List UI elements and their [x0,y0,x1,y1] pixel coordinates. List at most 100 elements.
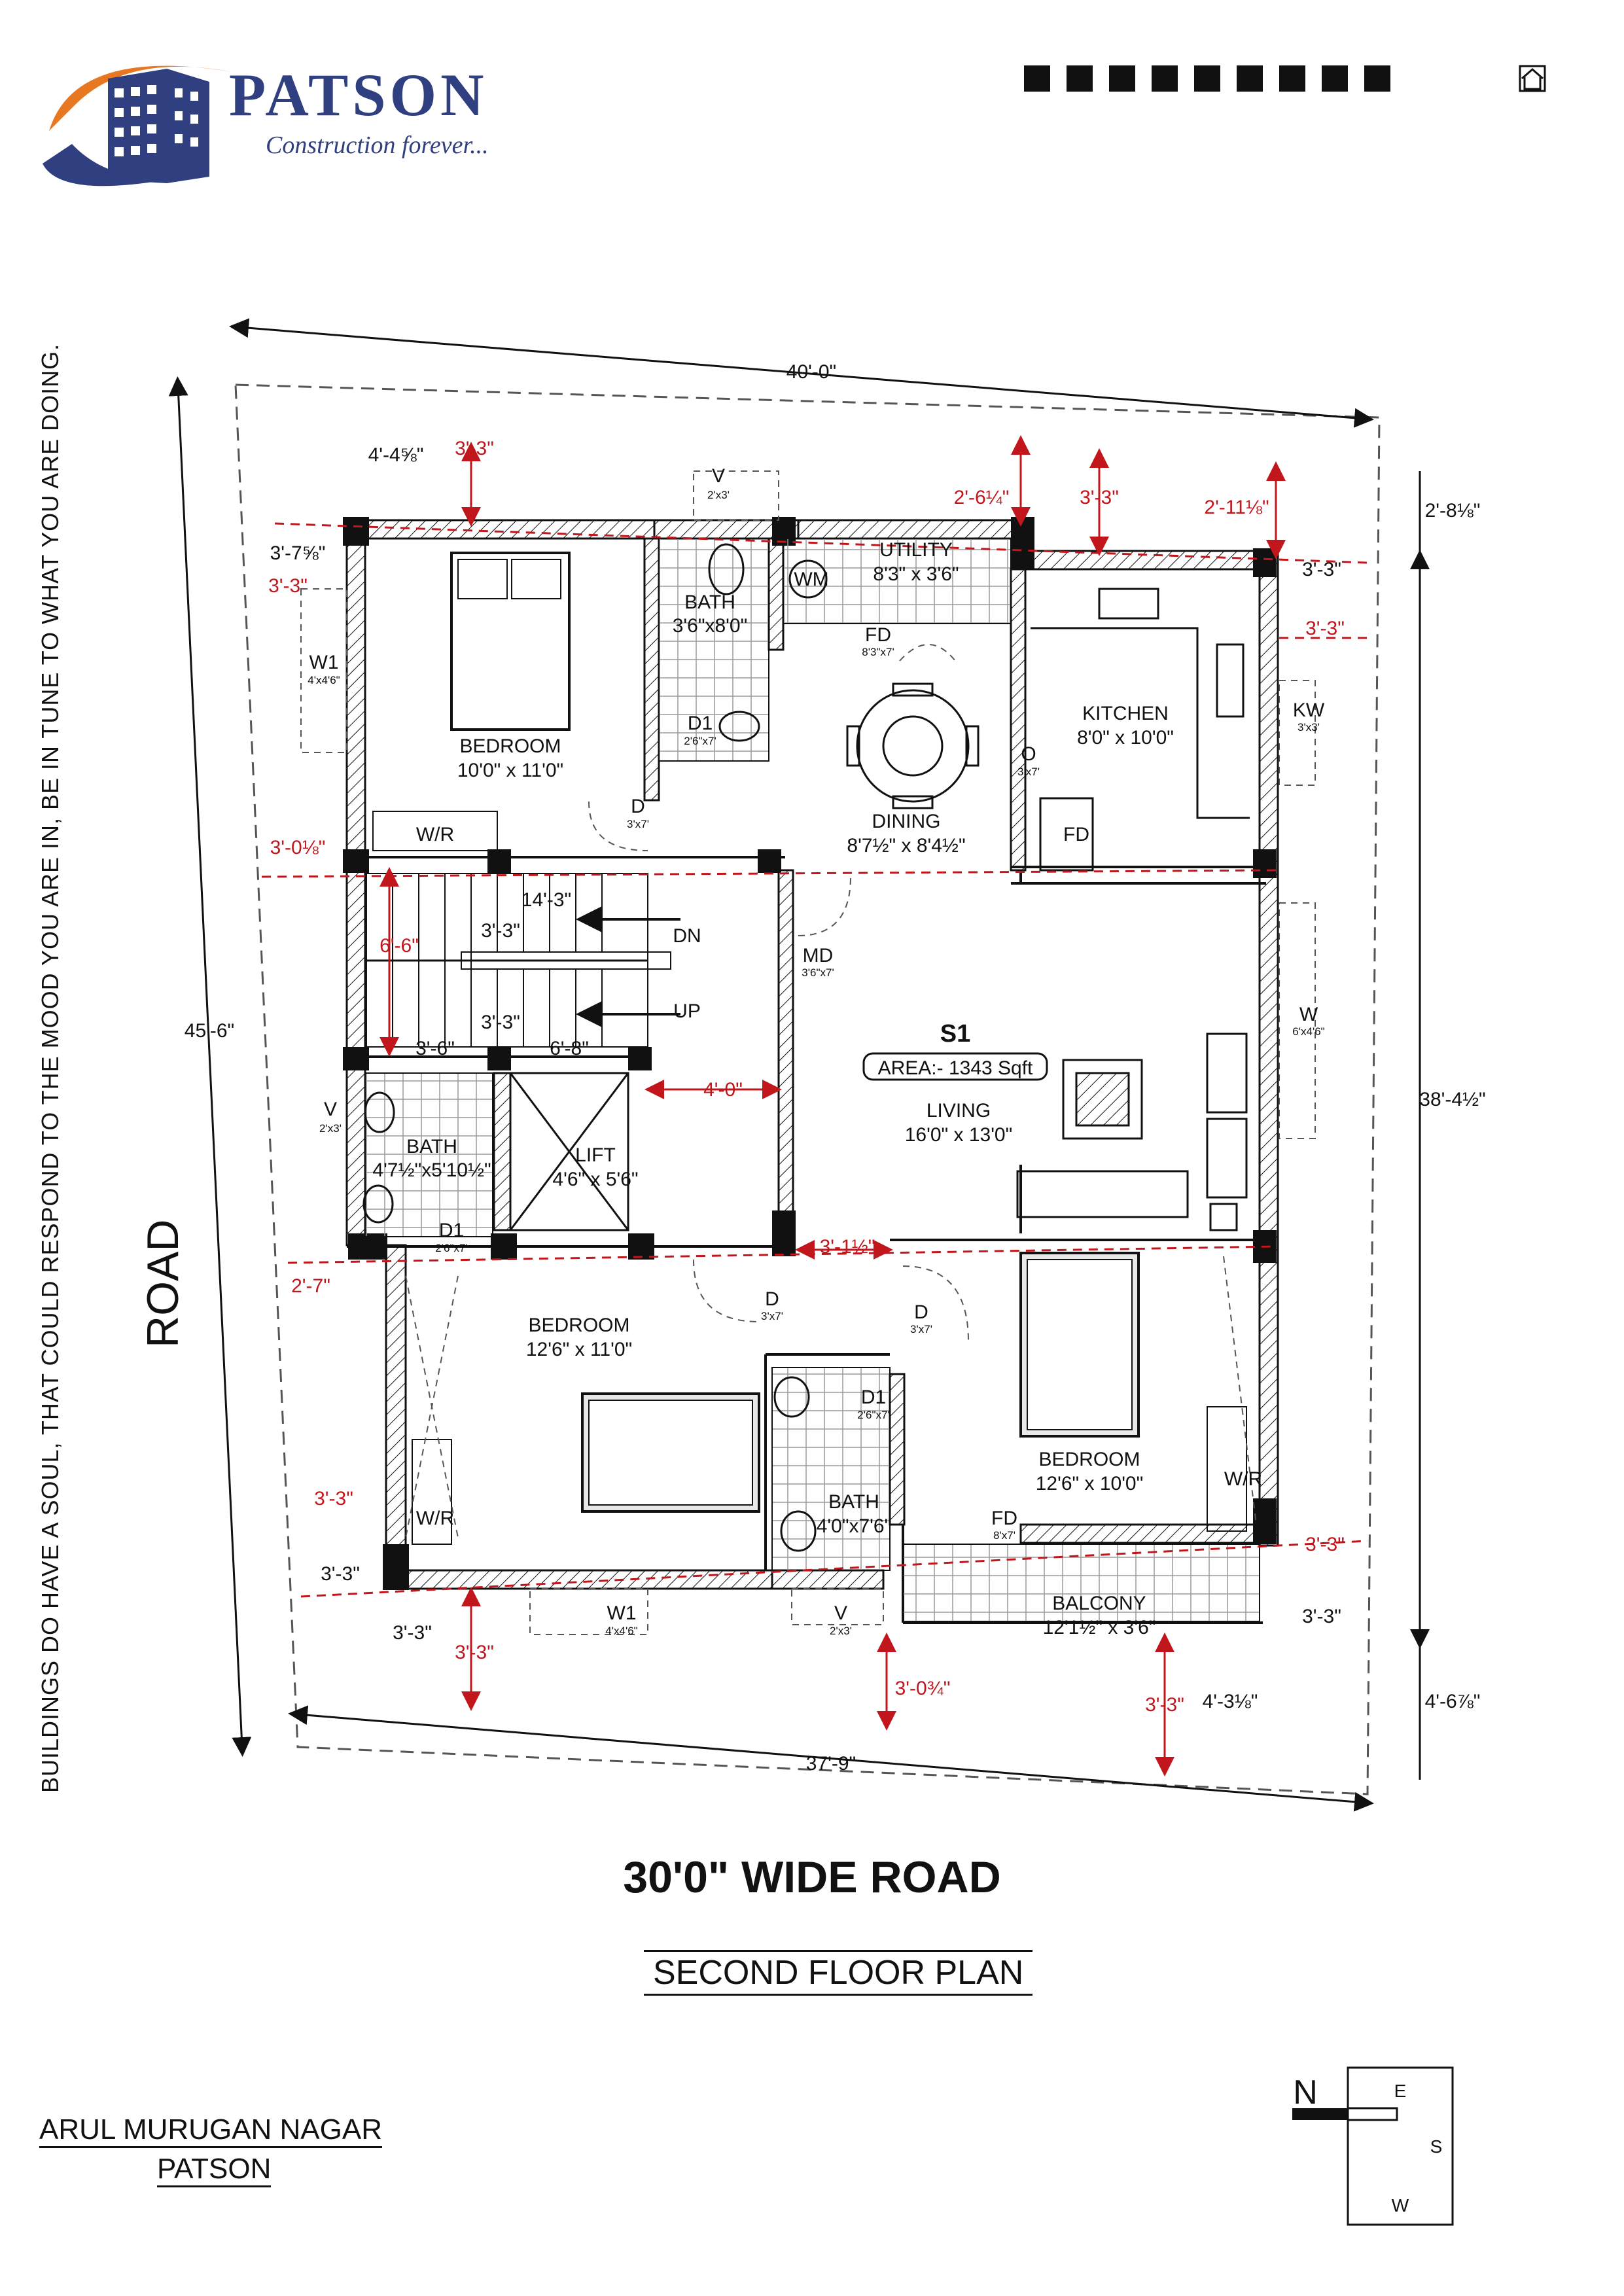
title-block-square [1194,65,1220,92]
opening-v-bottom-size: 2'x3' [830,1625,852,1637]
opening-v-top-size: 2'x3' [707,489,730,501]
door-swings [405,644,1257,1538]
dim-black-f: 3'-3" [393,1622,432,1644]
opening-fd-utility: FD [865,624,891,646]
title-block-square [1024,65,1050,92]
room-size-balcony: 12'1½" x 3'6" [1043,1617,1156,1638]
lift-shaft [493,1072,629,1231]
room-size-bath-3: 4'0"x7'6" [817,1515,892,1537]
opening-fd-utility-size: 8'3"x7' [862,646,894,658]
dim-red-e: 3'-3" [268,575,308,597]
dim-red-a: 3'-3" [455,438,494,459]
dim-red-d: 2'-11⅛" [1204,497,1269,518]
opening-md-size: 3'6"x7' [802,966,834,979]
opening-w-right: W [1299,1004,1318,1025]
bed-furniture [450,552,1140,1513]
opening-d1-a: D1 [688,713,713,734]
opening-d-b: D [765,1288,779,1310]
dim-red-o: 3'-0¾" [895,1678,951,1699]
title-block-square [1322,65,1348,92]
dim-black-a: 4'-4⅝" [368,444,424,466]
opening-fd-balcony-size: 8'x7' [993,1529,1015,1542]
room-size-bedroom-1: 10'0" x 11'0" [457,760,563,781]
kitchen-counter [1031,588,1250,872]
red-dimension-ticks [380,435,1286,1776]
room-name-bath-3: BATH [828,1491,879,1513]
stair-dim-1: 14'-3" [521,889,571,911]
opening-o-kitchen: O [1021,743,1036,765]
dim-red-l: 3'-3" [314,1488,353,1510]
opening-v-left: V [324,1099,337,1120]
dim-red-f: 3'-3" [1305,618,1345,639]
opening-fd-balcony: FD [991,1508,1017,1529]
opening-v-bottom: V [834,1602,847,1624]
dim-red-j: 3'-1½" [820,1236,875,1258]
room-name-utility: UTILITY [879,539,953,561]
dim-black-e: 3'-3" [321,1563,360,1585]
overall-dim-top: 40'-0" [786,361,836,383]
opening-w-right-size: 6'x4'6" [1292,1025,1324,1038]
area-label-box [862,1052,1048,1081]
room-name-bedroom-2: BEDROOM [528,1315,629,1336]
road-width-title: 30'0" WIDE ROAD [623,1852,1001,1902]
stair-dim-3: 3'-3" [481,1012,520,1033]
dim-black-i: 4'-6⅞" [1425,1691,1481,1712]
opening-d1-c-size: 2'6"x7' [857,1409,889,1421]
room-name-dining: DINING [872,811,941,832]
opening-o-kitchen-size: 3'x7' [1017,766,1040,778]
room-name-bedroom-1: BEDROOM [459,735,561,757]
window-openings [300,470,1316,1635]
wardrobe-label-1: W/R [416,824,454,845]
title-block-square [1067,65,1093,92]
brand-tagline: Construction forever... [266,132,489,159]
dim-red-p: 3'-3" [1145,1694,1184,1716]
opening-kw: KW [1293,699,1325,721]
opening-v-top: V [712,465,725,487]
room-name-bath-1: BATH [684,592,735,613]
room-size-living: 16'0" x 13'0" [905,1124,1013,1146]
room-size-bath-2: 4'7½"x5'10½" [372,1159,491,1181]
compass-w: W [1392,2195,1409,2216]
compass-s: S [1430,2136,1443,2157]
stair-up-label: UP [673,1000,701,1022]
opening-w1-bottom-size: 4'x4'6" [605,1625,637,1637]
opening-w1-left: W1 [309,652,339,673]
patson-logo [43,65,232,186]
opening-d1-a-size: 2'6"x7' [684,735,716,747]
living-furniture [1016,1033,1248,1231]
title-block-square [1109,65,1135,92]
dim-black-g: 3'-3" [1302,1606,1341,1627]
dim-red-c: 3'-3" [1080,487,1119,508]
overall-dim-bottom: 37'-9" [806,1753,856,1775]
stair-dim-5: 6'-8" [550,1038,589,1059]
room-size-bedroom-3: 12'6" x 10'0" [1036,1473,1144,1494]
dim-red-i: 4'-0" [703,1079,743,1101]
title-block-square [1364,65,1390,92]
compass-e: E [1394,2081,1407,2101]
north-compass: N E S W [1292,2066,1454,2226]
bath-fixtures [362,543,828,1552]
dim-red-g: 3'-0⅛" [270,837,326,858]
dim-black-b: 3'-7⅝" [270,542,326,564]
opening-md: MD [803,945,834,966]
dim-red-k: 2'-7" [291,1275,330,1297]
opening-fd-kitchen: FD [1063,824,1089,845]
room-size-utility: 8'3" x 3'6" [873,563,959,585]
tiled-floor-areas [364,538,1260,1622]
opening-d-b-size: 3'x7' [761,1310,783,1322]
opening-w1-left-size: 4'x4'6" [308,674,340,686]
opening-kw-size: 3'x3' [1297,721,1320,733]
opening-d-a: D [631,796,645,817]
opening-d1-b: D1 [439,1220,464,1241]
overall-dimension-lines [168,318,1430,1812]
unit-area: AREA:- 1343 Sqft [878,1057,1033,1079]
room-name-bath-2: BATH [406,1136,457,1157]
room-name-bedroom-3: BEDROOM [1038,1449,1140,1470]
interior-partitions [347,856,1269,1624]
room-name-balcony: BALCONY [1052,1593,1146,1614]
staircase [366,873,671,1048]
room-name-lift: LIFT [575,1144,616,1166]
dim-black-d: 3'-3" [1302,559,1341,580]
brand-name: PATSON [229,62,488,128]
